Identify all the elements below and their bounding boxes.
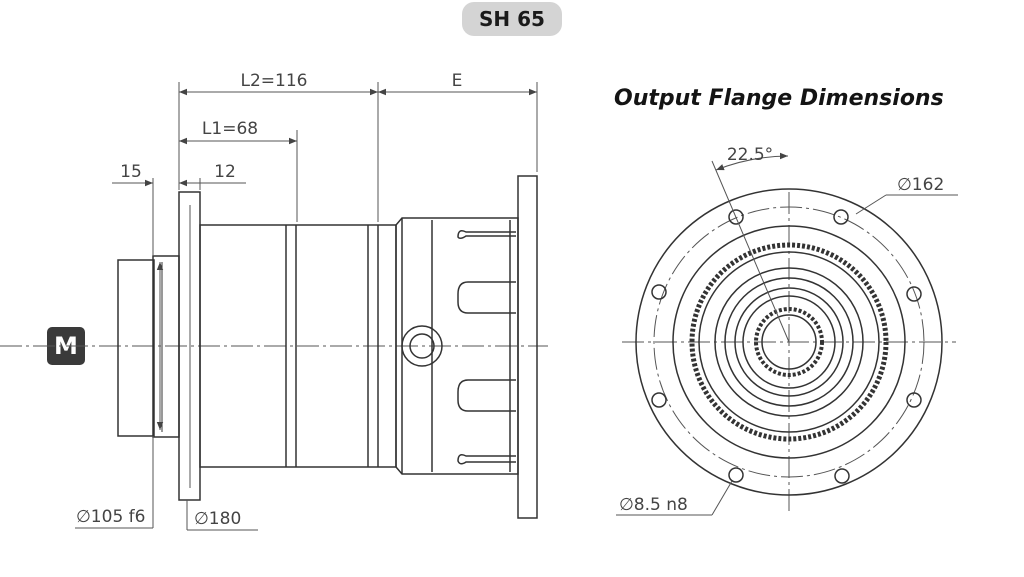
outer-flange-circle [635, 188, 943, 496]
housing-slot [457, 379, 516, 412]
pitch-circle [653, 206, 925, 478]
housing-slot [457, 454, 516, 465]
housing-slot [457, 281, 516, 314]
dim-e-label: E [452, 71, 463, 91]
dim-pcd-label: ∅162 [897, 175, 944, 195]
flange-view [616, 152, 958, 516]
side-view [0, 82, 548, 531]
flange-title: Output Flange Dimensions [614, 86, 944, 111]
dim-l1-label: L1=68 [202, 119, 258, 139]
dim-l2-label: L2=116 [241, 71, 308, 91]
dim-angle-label: 22.5° [727, 145, 773, 165]
vent-plug [401, 325, 443, 367]
dim-12-label: 12 [214, 162, 236, 182]
ring-gear [689, 242, 889, 442]
dim-pilot-label: ∅105 f6 [76, 507, 145, 527]
dim-15-label: 15 [120, 162, 142, 182]
input-motor-marker: M [47, 327, 85, 365]
model-badge: SH 65 [462, 2, 562, 36]
bolt-holes [651, 209, 922, 484]
dim-hole-label: ∅8.5 n8 [619, 495, 688, 515]
dim-flange-label: ∅180 [194, 509, 241, 529]
input-pilot [117, 259, 155, 437]
spline-shaft [754, 307, 824, 377]
output-flange [517, 175, 538, 519]
housing-slot [457, 230, 516, 240]
